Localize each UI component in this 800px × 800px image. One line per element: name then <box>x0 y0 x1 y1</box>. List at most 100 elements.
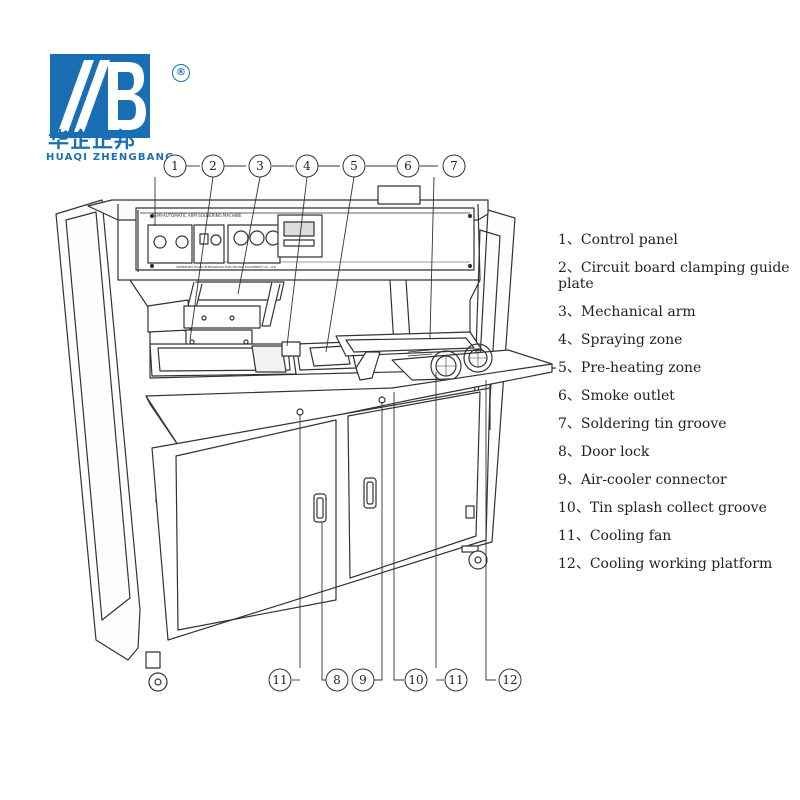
callout-number: 6 <box>404 159 412 173</box>
legend-label: Air-cooler connector <box>580 472 727 488</box>
legend-item-11: 11、Cooling fan <box>558 528 794 544</box>
control-panel-housing <box>87 199 489 281</box>
callout-number: 5 <box>350 159 358 173</box>
callout-number: 8 <box>333 673 341 687</box>
callout-circle <box>351 668 375 692</box>
mechanical-arm <box>147 281 285 351</box>
callout-number: 11 <box>448 673 463 687</box>
callout-12: 12 <box>498 668 522 692</box>
callout-number: 11 <box>272 673 287 687</box>
legend-item-2: 2、Circuit board clamping guide plate <box>558 260 794 292</box>
legend-separator: 、 <box>566 444 581 460</box>
legend-number: 12 <box>558 556 576 572</box>
legend-number: 4 <box>558 332 567 348</box>
legend-separator: 、 <box>566 388 581 404</box>
callout-circle <box>268 668 292 692</box>
legend-number: 1 <box>558 232 567 248</box>
legend-separator: 、 <box>566 260 581 276</box>
callout-circle <box>404 668 428 692</box>
legend-separator: 、 <box>566 416 581 432</box>
legend-item-9: 9、Air-cooler connector <box>558 472 794 488</box>
legend-label: Spraying zone <box>580 332 683 348</box>
callout-number: 7 <box>450 159 458 173</box>
legend-item-7: 7、Soldering tin groove <box>558 416 794 432</box>
legend-separator: 、 <box>566 232 581 248</box>
legend-separator: 、 <box>566 332 581 348</box>
legend-number: 6 <box>558 388 567 404</box>
legend-separator: 、 <box>575 500 590 516</box>
callout-number: 4 <box>303 159 311 173</box>
callout-1: 1 <box>163 154 187 178</box>
callout-number: 9 <box>359 673 367 687</box>
legend-label: Cooling working platform <box>589 556 773 572</box>
legend-item-6: 6、Smoke outlet <box>558 388 794 404</box>
legend-label: Circuit board clamping guide plate <box>558 260 790 292</box>
legend-label: Tin splash collect groove <box>589 500 767 516</box>
leader-lines-top <box>154 165 438 353</box>
callout-circle <box>396 154 420 178</box>
callouts-bottom: 11 8 9 10 11 12 <box>268 668 522 692</box>
legend-label: Cooling fan <box>589 528 672 544</box>
legend-label: Door lock <box>580 444 650 460</box>
callout-circle <box>444 668 468 692</box>
left-side-panel <box>55 199 173 661</box>
legend-number: 8 <box>558 444 567 460</box>
callout-4: 4 <box>295 154 319 178</box>
legend-item-8: 8、Door lock <box>558 444 794 460</box>
legend-separator: 、 <box>566 360 581 376</box>
legend-label: Soldering tin groove <box>580 416 727 432</box>
callout-circle <box>442 154 466 178</box>
callout-11: 11 <box>268 668 292 692</box>
callout-number: 1 <box>171 159 179 173</box>
callout-circle <box>201 154 225 178</box>
callout-circle <box>295 154 319 178</box>
callout-number: 3 <box>256 159 264 173</box>
smoke-outlet <box>377 185 421 205</box>
legend-label: Mechanical arm <box>580 304 696 320</box>
legend-number: 2 <box>558 260 567 276</box>
legend-separator: 、 <box>566 304 581 320</box>
callout-circle <box>163 154 187 178</box>
callout-2: 2 <box>201 154 225 178</box>
legend-number: 3 <box>558 304 567 320</box>
working-zones <box>149 331 483 381</box>
registered-mark: ® <box>172 64 190 82</box>
callout-5: 5 <box>342 154 366 178</box>
company-logo: ® <box>44 34 190 164</box>
legend-number: 11 <box>558 528 576 544</box>
casters <box>145 545 488 692</box>
callouts-top: 1 2 3 4 5 6 7 <box>163 154 466 178</box>
legend-number: 10 <box>558 500 576 516</box>
callout-circle <box>325 668 349 692</box>
logo-english-name: HUAQI ZHENGBANG <box>46 152 175 163</box>
callout-8: 8 <box>325 668 349 692</box>
callout-7: 7 <box>442 154 466 178</box>
legend-separator: 、 <box>575 556 590 572</box>
legend-separator: 、 <box>575 528 590 544</box>
callout-6: 6 <box>396 154 420 178</box>
panel-plate-text: SEMI-AUTOMATIC ARM SOLDERING MACHINE <box>152 213 242 218</box>
legend-item-1: 1、Control panel <box>558 232 794 248</box>
legend-number: 7 <box>558 416 567 432</box>
legend-label: Control panel <box>580 232 678 248</box>
callout-number: 2 <box>209 159 217 173</box>
legend-label: Pre-heating zone <box>580 360 702 376</box>
legend-number: 9 <box>558 472 567 488</box>
legend-item-12: 12、Cooling working platform <box>558 556 794 572</box>
legend-item-3: 3、Mechanical arm <box>558 304 794 320</box>
callout-number: 10 <box>408 673 423 687</box>
logo-mark-icon <box>50 54 150 138</box>
panel-sub-text: SHENZHEN HUAQI ZHENGBANG ELECTRONIC EQUI… <box>176 265 277 269</box>
legend-item-10: 10、Tin splash collect groove <box>558 500 794 516</box>
callout-circle <box>498 668 522 692</box>
legend-number: 5 <box>558 360 567 376</box>
callout-11: 11 <box>444 668 468 692</box>
legend-item-4: 4、Spraying zone <box>558 332 794 348</box>
leader-lines-bottom <box>292 372 496 681</box>
callout-10: 10 <box>404 668 428 692</box>
callout-number: 12 <box>502 673 517 687</box>
callout-3: 3 <box>248 154 272 178</box>
logo-chinese-name: 华企正邦 <box>48 128 136 152</box>
